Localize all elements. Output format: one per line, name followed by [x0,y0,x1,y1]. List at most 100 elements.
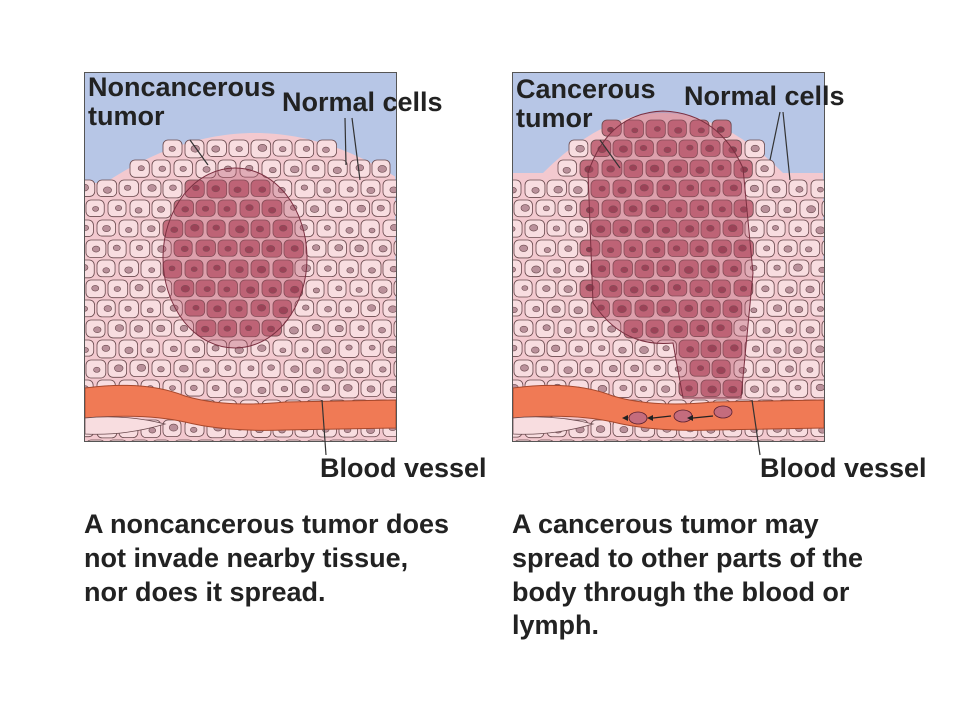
cell-nucleus [377,165,387,173]
cell-nucleus [629,246,637,253]
cell-nucleus [279,347,287,354]
cell-nucleus [345,344,353,351]
normal-cell [197,439,215,441]
cell-nucleus [344,306,352,313]
cell-nucleus [202,245,211,252]
normal-cell [219,439,236,441]
cell-nucleus [92,206,99,212]
cell-nucleus [112,244,121,252]
cell-nucleus [257,344,267,352]
cell-nucleus [103,186,112,194]
cell-nucleus [168,423,179,432]
cell-nucleus [268,286,277,294]
cell-nucleus [235,225,245,234]
cell-nucleus [705,305,715,313]
cell-nucleus [564,204,573,212]
normal-cell [87,439,104,441]
cell-nucleus [749,184,759,193]
cell-nucleus [148,427,157,434]
cell-nucleus [707,385,717,394]
cell-nucleus [805,326,815,334]
cell-nucleus [366,186,376,194]
cell-nucleus [542,205,550,212]
cancerous-caption-line1: A cancerous tumor may [512,509,819,539]
vessel-fork-tissue [85,416,167,435]
cell-nucleus [290,245,299,252]
cell-nucleus [289,326,299,335]
cell-nucleus [179,364,189,373]
cell-nucleus [672,245,681,252]
cell-nucleus [617,305,627,314]
noncancerous-tumor-label-line1: Noncancerous [88,72,276,102]
cell-nucleus [564,245,573,252]
spread-arrow [652,415,672,419]
noncancerous-caption: A noncancerous tumor does not invade nea… [84,508,449,609]
cell-nucleus [631,127,639,134]
cell-nucleus [619,384,628,392]
normal-cell [647,439,664,441]
cell-nucleus [584,366,593,374]
cell-nucleus [190,266,198,272]
cancerous-tumor-label-line1: Cancerous [516,74,656,104]
cell-nucleus [661,305,671,314]
cell-nucleus [783,245,793,253]
cell-nucleus [785,286,794,294]
cell-nucleus [324,306,332,313]
cell-nucleus [376,204,385,212]
travelling-cancer-cell [628,411,648,425]
cell-nucleus [324,225,331,231]
cell-nucleus [639,144,648,152]
cell-nucleus [93,366,101,373]
normal-cell [513,259,522,278]
normal-cell [109,439,127,441]
cell-nucleus [244,246,254,254]
cell-nucleus [203,286,211,292]
cell-nucleus [134,207,143,214]
cell-nucleus [650,326,659,334]
cell-nucleus [233,186,242,193]
cell-nucleus [269,167,277,174]
cell-nucleus [234,386,243,394]
cell-nucleus [573,186,583,194]
cell-nucleus [513,306,518,313]
cell-nucleus [728,305,739,313]
cell-nucleus [707,344,717,353]
normal-cell [735,439,753,441]
travelling-cancer-cell [713,405,733,419]
cancerous-tumor-label: Cancerous tumor [516,74,656,133]
cell-nucleus [696,324,706,332]
cell-nucleus [323,187,331,194]
cell-nucleus [597,265,607,273]
cell-nucleus [124,266,133,274]
cell-nucleus [513,226,516,232]
cell-nucleus [192,346,201,353]
cell-nucleus [223,206,231,212]
cell-nucleus [137,165,145,172]
cell-nucleus [389,186,396,194]
cell-nucleus [390,224,396,231]
cell-nucleus [629,286,639,294]
cancerous-tumor-mass [587,110,754,399]
cell-nucleus [806,205,816,214]
cell-nucleus [697,365,705,371]
blood-vessel [85,384,396,431]
cancerous-caption-line3: body through the blood or [512,576,850,607]
cell-nucleus [245,204,254,211]
normal-cell [581,439,599,441]
normal-cell [821,360,824,377]
cell-nucleus [617,186,627,194]
cell-nucleus [389,385,396,394]
cell-nucleus [785,327,794,334]
cell-nucleus [355,366,364,374]
cell-nucleus [124,184,132,191]
cell-nucleus [234,346,244,354]
cell-nucleus [543,247,551,253]
cell-nucleus [513,266,516,273]
cell-nucleus [631,327,639,334]
cell-nucleus [652,246,661,254]
cell-nucleus [575,265,584,273]
cell-nucleus [574,225,584,233]
cell-nucleus [751,345,760,353]
cell-nucleus [520,204,530,212]
cell-nucleus [609,285,618,293]
